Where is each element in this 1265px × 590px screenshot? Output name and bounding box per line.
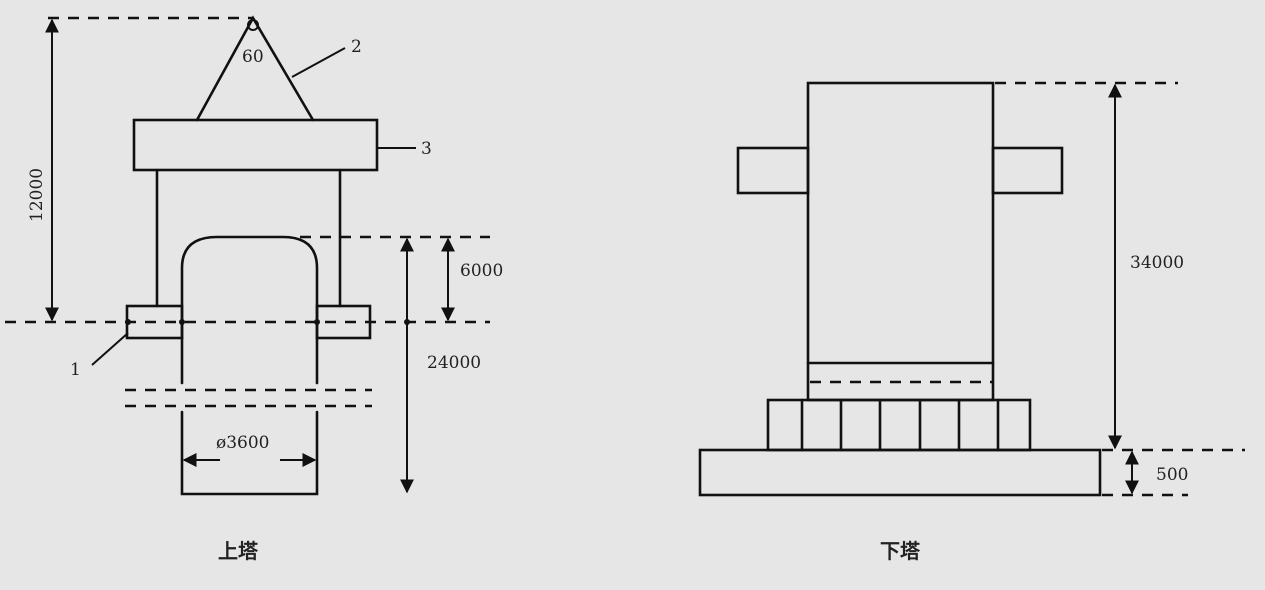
support-posts [800, 398, 1000, 452]
callout-1-leader [91, 332, 129, 366]
dim-34000-label: 34000 [1130, 253, 1184, 273]
upper-tower-shaft [180, 410, 319, 496]
diameter-label: ø3600 [216, 433, 270, 453]
callout-2: 2 [351, 37, 362, 57]
lower-tower-body [806, 81, 995, 402]
left-trunnion [736, 146, 810, 195]
dim-500-label: 500 [1156, 465, 1188, 485]
dim-24000-label: 24000 [427, 353, 481, 373]
angle-label: 60 [242, 47, 264, 67]
right-trunnion [991, 146, 1064, 195]
hook-ring [247, 19, 259, 31]
lifting-sling [195, 15, 315, 122]
spreader-beam [132, 118, 379, 172]
upper-tower-drawing: 60 2 3 1 ø3600 12000 24000 6000 上塔 [5, 15, 503, 563]
callout-3: 3 [421, 139, 432, 159]
lower-tower-caption: 下塔 [880, 539, 921, 563]
base-slab [698, 448, 1102, 497]
dim-12000-label: 12000 [27, 168, 47, 222]
lower-tower-drawing: 34000 500 下塔 [698, 81, 1245, 563]
dim-6000-label: 6000 [460, 261, 503, 281]
callout-1: 1 [70, 360, 81, 380]
callout-2-leader [291, 47, 346, 78]
right-lug [315, 304, 372, 340]
upper-tower-caption: 上塔 [218, 539, 259, 563]
upper-tower-dome [180, 235, 319, 340]
support-frame [766, 398, 1032, 452]
